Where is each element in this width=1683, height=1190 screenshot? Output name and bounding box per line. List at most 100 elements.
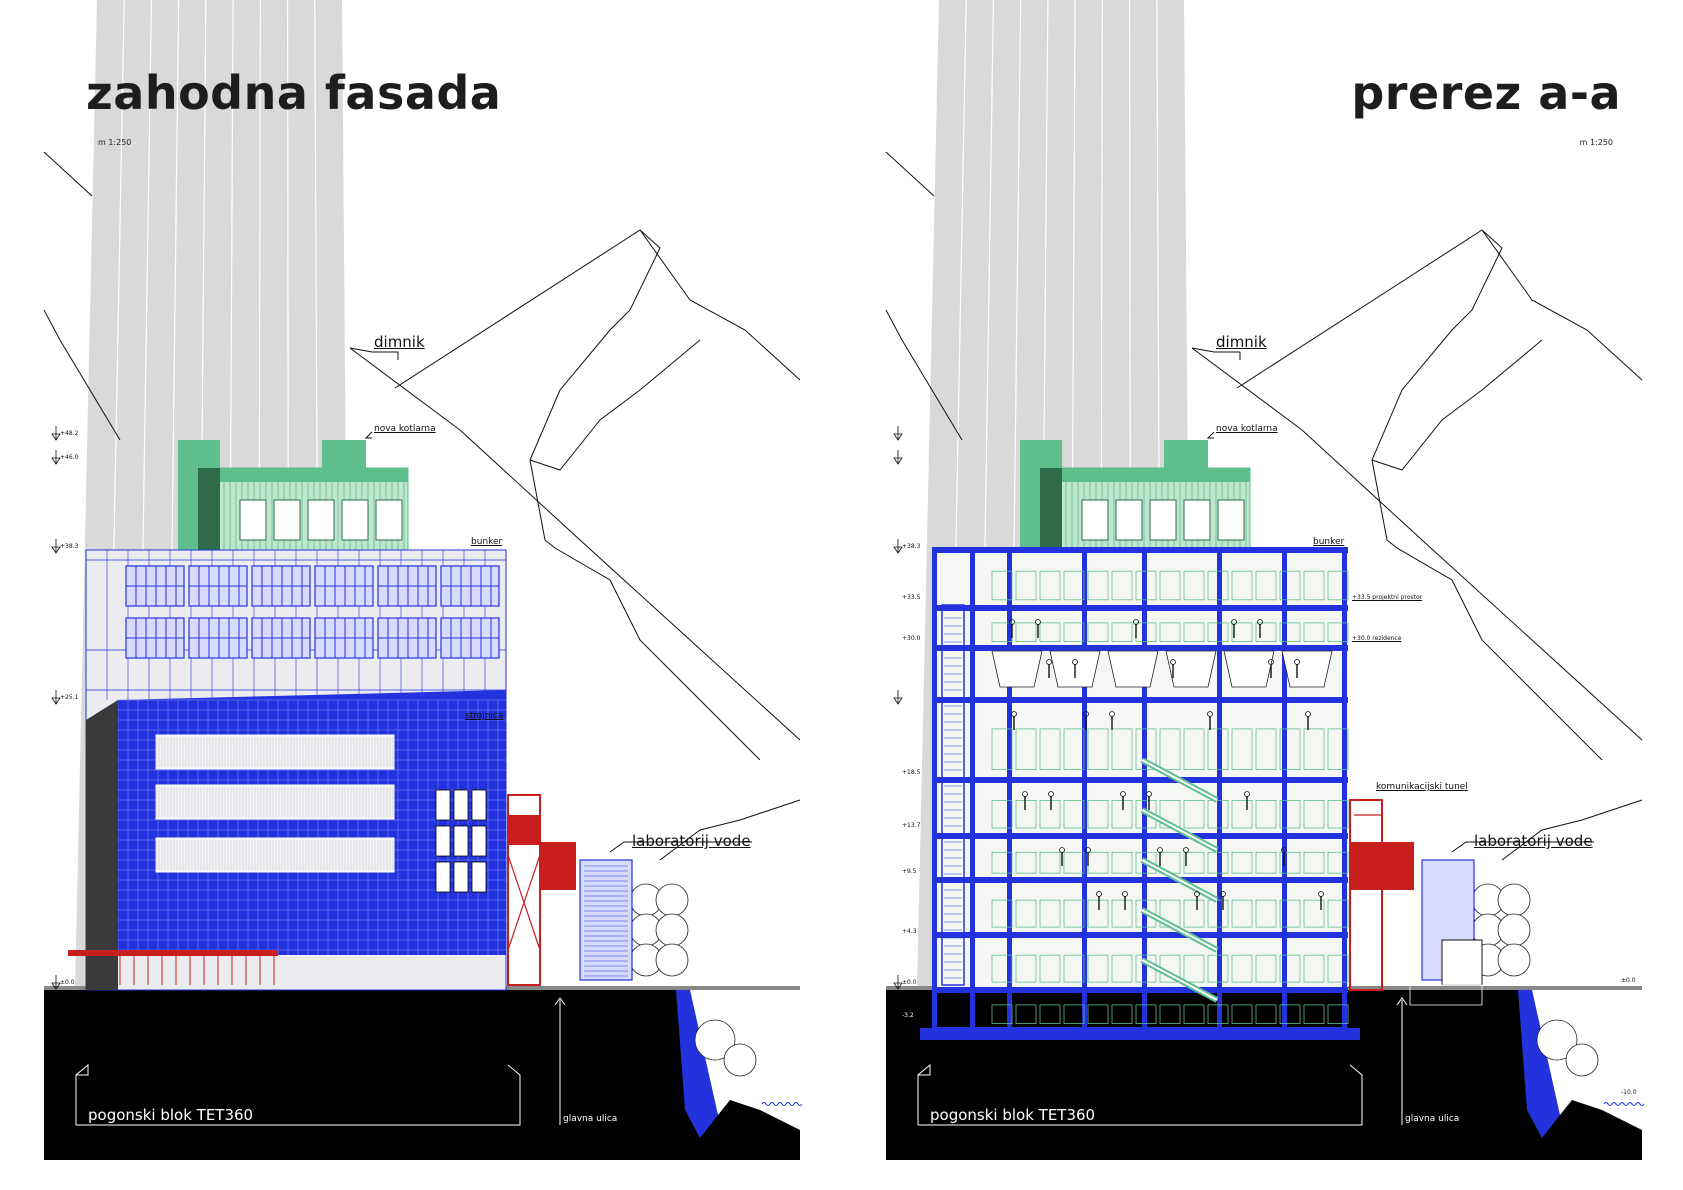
room-furniture [991, 899, 1013, 928]
room-furniture [1135, 899, 1157, 928]
room-furniture [1207, 570, 1229, 601]
room-furniture [1015, 851, 1037, 874]
band-window [155, 734, 395, 770]
room-furniture [1039, 570, 1061, 601]
room-furniture [1063, 570, 1085, 601]
level-symbol [893, 426, 903, 441]
kotlarna-band [208, 468, 408, 482]
room-furniture [1279, 570, 1301, 601]
room-furniture [1279, 954, 1301, 983]
leader-line [364, 431, 373, 439]
kotlarna-band [1050, 468, 1250, 482]
panel-title: zahodna fasada [86, 66, 502, 120]
room-furniture [1183, 954, 1205, 983]
entrance-canopy [68, 950, 278, 956]
room-furniture [1111, 570, 1133, 601]
mountain-line [1481, 229, 1643, 381]
room-furniture [1063, 622, 1085, 643]
mountain-line [885, 309, 963, 441]
leader-line [1451, 841, 1594, 853]
tree-canopy [655, 883, 689, 917]
room-furniture [1087, 899, 1109, 928]
room-furniture [1303, 800, 1325, 829]
level-arrow [1396, 997, 1408, 1006]
kotlarna-shadow [1040, 468, 1062, 550]
scale-label: m 1:250 [1579, 138, 1613, 147]
hall-window [471, 789, 487, 821]
room-furniture [1111, 800, 1133, 829]
room-furniture [1039, 1004, 1061, 1025]
room-furniture [1063, 899, 1085, 928]
structural-column [1282, 547, 1287, 1033]
staircase-flight [1141, 809, 1218, 851]
circulation-core [941, 604, 965, 986]
retaining-wall [1518, 990, 1560, 1138]
label-bunker: bunker [471, 537, 503, 547]
mountain-line [639, 229, 801, 381]
water-wave [785, 1102, 795, 1106]
room-furniture [1039, 954, 1061, 983]
leader-line [349, 347, 399, 360]
hall-window [435, 789, 451, 821]
floor-slab [932, 987, 1348, 993]
room-furniture [1135, 728, 1157, 771]
tree-canopy [723, 1043, 757, 1077]
water-wave [769, 1102, 779, 1106]
room-furniture [1279, 728, 1301, 771]
mountain-line [1396, 547, 1603, 761]
room-furniture [1039, 622, 1061, 643]
room-furniture [1111, 1004, 1133, 1025]
water-wave [1611, 1102, 1621, 1106]
room-furniture [1087, 800, 1109, 829]
level-symbol [51, 426, 61, 441]
room-furniture [1159, 622, 1181, 643]
level-arrow [75, 1063, 89, 1125]
tunnel-edge [1354, 799, 1382, 816]
scale-label: m 1:250 [98, 138, 132, 147]
mountain-line [43, 151, 93, 197]
label-pogonski-blok: pogonski blok TET360 [930, 1106, 1096, 1124]
level-symbol [893, 975, 903, 990]
room-furniture [1015, 570, 1037, 601]
mountain-line [1191, 347, 1643, 741]
floor-slab [932, 547, 1348, 553]
mountain-line [43, 309, 121, 441]
foundation-slab [920, 1028, 1360, 1040]
ground-fill [44, 990, 800, 1160]
room-furniture [1135, 570, 1157, 601]
room-furniture [1087, 954, 1109, 983]
label-bunker: bunker [1313, 537, 1345, 547]
laboratorij-room [1441, 939, 1483, 986]
band-window [155, 837, 395, 873]
section-drawing [885, 0, 1645, 1160]
room-furniture [1327, 570, 1349, 601]
room-furniture [1207, 851, 1229, 874]
staircase-flight [1141, 909, 1218, 951]
leader-line [1206, 431, 1215, 439]
kotlarna-window [273, 499, 301, 541]
room-furniture [1207, 899, 1229, 928]
level-mark: -10.0 [1621, 1089, 1637, 1096]
room-furniture [1327, 899, 1349, 928]
leader-line [1191, 347, 1241, 360]
level-mark: +25.1 [60, 694, 79, 701]
hopper-shape [1223, 650, 1275, 688]
red-tower [1349, 799, 1383, 991]
bridge-link [540, 842, 576, 890]
level-mark: +18.5 [902, 769, 921, 776]
hopper-shape [1107, 650, 1159, 688]
room-furniture [1135, 1004, 1157, 1025]
level-arrow [554, 997, 566, 1006]
tree-canopy [1536, 1019, 1578, 1061]
room-furniture [1279, 800, 1301, 829]
label-laboratorij-vode: laboratorij vode [632, 832, 751, 850]
room-furniture [1111, 622, 1133, 643]
room-furniture [1255, 954, 1277, 983]
room-furniture [1015, 622, 1037, 643]
tree-canopy [1497, 883, 1531, 917]
level-symbol [893, 450, 903, 465]
kotlarna-window [239, 499, 267, 541]
room-furniture [1327, 1004, 1349, 1025]
room-furniture [991, 954, 1013, 983]
level-symbol [51, 690, 61, 705]
